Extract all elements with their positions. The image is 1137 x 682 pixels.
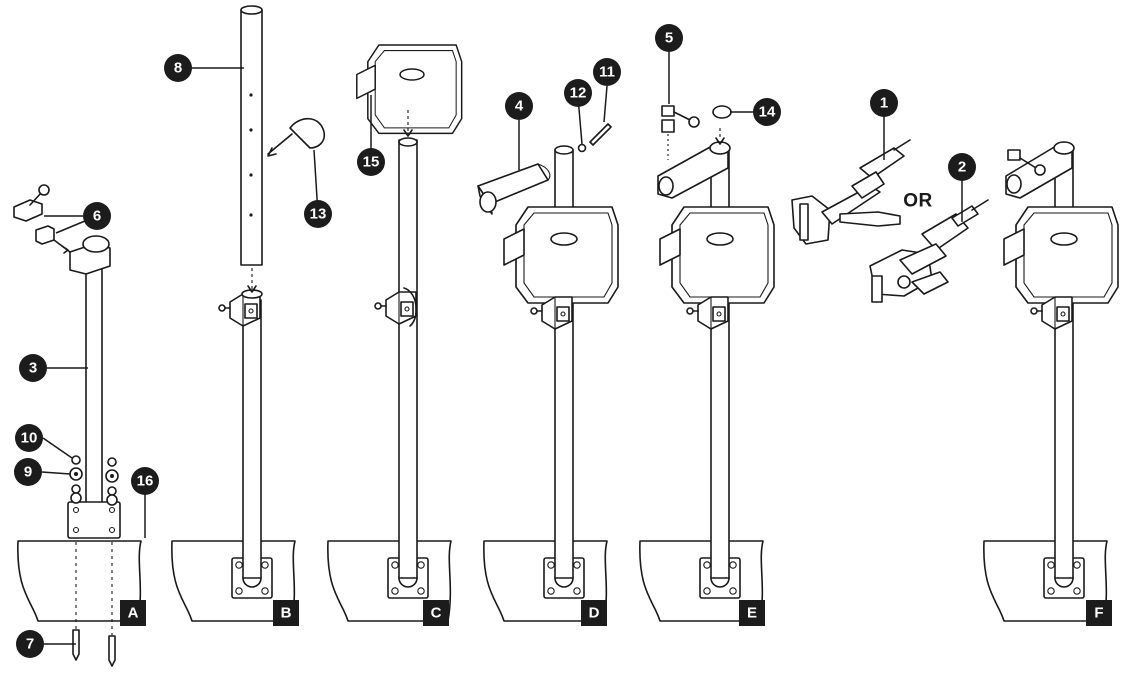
callout-1: 1	[870, 89, 898, 117]
svg-text:13: 13	[310, 206, 327, 223]
callout-7: 7	[16, 630, 44, 658]
step-label-f-text: F	[1094, 605, 1103, 622]
callout-15: 15	[357, 148, 385, 176]
washer-stack-left	[69, 455, 83, 504]
callout-3: 3	[19, 354, 47, 382]
step-label-e-text: E	[747, 605, 757, 622]
handle-knob	[13, 184, 71, 254]
step-label-b	[273, 600, 299, 626]
svg-text:7: 7	[26, 636, 34, 653]
washer-stack-right	[105, 457, 119, 506]
svg-text:12: 12	[570, 85, 587, 102]
anchor-bolts	[72, 629, 116, 667]
step-label-d	[581, 600, 607, 626]
callouts: 1 2 3 4 5 6 7 8 9 10 11 12 13 14 15 16	[14, 24, 976, 658]
svg-text:4: 4	[515, 98, 524, 115]
or-label: OR	[903, 191, 933, 212]
callout-9: 9	[14, 458, 42, 486]
svg-text:2: 2	[958, 159, 966, 176]
svg-text:10: 10	[21, 430, 38, 447]
svg-text:11: 11	[599, 64, 615, 81]
sleeve-part	[477, 163, 551, 215]
panel-d: D	[477, 123, 619, 626]
svg-text:15: 15	[363, 154, 380, 171]
panel-b: B	[171, 5, 326, 626]
callout-11: 11	[593, 58, 621, 86]
svg-text:3: 3	[29, 360, 37, 377]
svg-text:16: 16	[137, 473, 154, 490]
callout-13: 13	[304, 200, 332, 228]
svg-text:8: 8	[174, 60, 182, 77]
callout-16: 16	[131, 467, 159, 495]
panel-e: E	[639, 105, 775, 626]
svg-text:6: 6	[93, 208, 101, 225]
step-label-c-text: C	[431, 605, 442, 622]
clamp-head-option-1	[791, 139, 911, 245]
step-label-f	[1086, 600, 1112, 626]
svg-text:9: 9	[24, 464, 32, 481]
safety-pin	[267, 117, 326, 157]
svg-text:14: 14	[759, 104, 776, 121]
callout-14: 14	[753, 98, 781, 126]
step-label-b-text: B	[281, 605, 292, 622]
clamp-knob	[661, 105, 700, 160]
step-label-e	[739, 600, 765, 626]
callout-8: 8	[164, 54, 192, 82]
step-label-c	[423, 600, 449, 626]
panel-c: C	[327, 44, 463, 626]
callout-6: 6	[83, 202, 111, 230]
clamp-head-option-2	[869, 199, 989, 303]
callout-12: 12	[564, 79, 592, 107]
panel-f: F	[983, 141, 1119, 626]
step-label-a-text: A	[128, 605, 139, 622]
panel-a: A	[13, 184, 146, 667]
callout-4: 4	[505, 92, 533, 120]
callout-2: 2	[948, 153, 976, 181]
callout-5: 5	[655, 24, 683, 52]
callout-10: 10	[15, 424, 43, 452]
svg-text:1: 1	[880, 95, 888, 112]
svg-text:5: 5	[665, 30, 673, 47]
step-label-d-text: D	[589, 605, 600, 622]
step-label-a	[120, 600, 146, 626]
